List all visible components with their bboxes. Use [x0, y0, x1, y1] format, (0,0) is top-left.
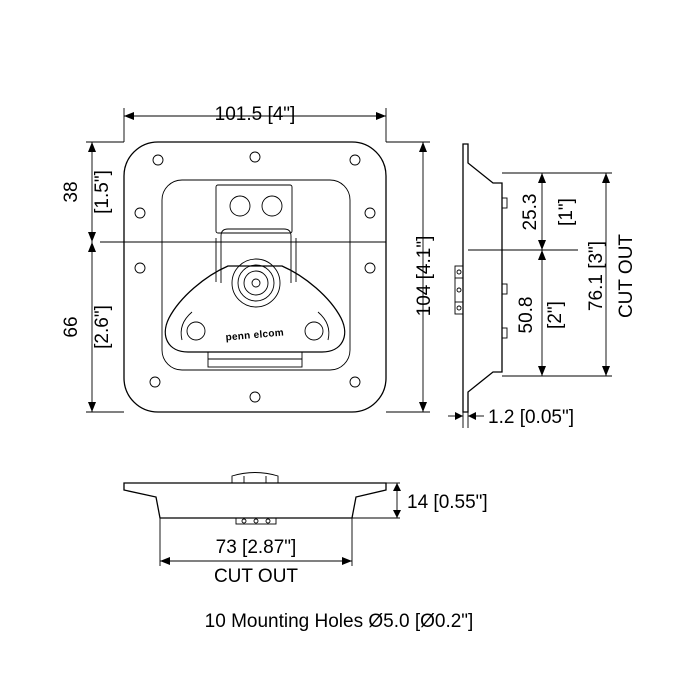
lock-center-pin: [251, 278, 261, 288]
brand-logo: penn elcom: [225, 327, 284, 343]
cutout-width-label: 73 [2.87"]: [216, 537, 297, 558]
mounting-hole: [152, 154, 164, 166]
bottom-profile: [123, 482, 387, 519]
side-upper-mm-label: 25.3: [520, 194, 541, 231]
bottom-section-mm-label: 66: [61, 316, 82, 337]
bottom-knob: [231, 472, 279, 483]
handle-hole: [186, 321, 206, 341]
top-section-in-label: [1.5"]: [92, 170, 113, 214]
lock-boss-inner: [243, 270, 269, 296]
side-upper-in-label: [1"]: [556, 198, 577, 226]
bottom-tab: [235, 517, 277, 525]
mounting-hole: [249, 151, 261, 163]
cutout-height-caption: CUT OUT: [616, 234, 637, 318]
front-view: penn elcom: [123, 141, 387, 413]
lock-boss-outer: [231, 258, 281, 308]
cutout-height-label: 76.1 [3"]: [586, 241, 607, 311]
side-view: [454, 143, 508, 413]
mounting-hole: [134, 207, 146, 219]
depth-dimension: 14 [0.55"]: [352, 482, 488, 519]
butterfly-handle: [164, 265, 346, 353]
latch-arm: [220, 228, 292, 283]
width-dimension: 101.5 [4"]: [123, 104, 387, 142]
depth-label: 14 [0.55"]: [407, 492, 488, 513]
bottom-section-in-label: [2.6"]: [92, 305, 113, 349]
side-catch-tab: [501, 283, 508, 295]
catch-plate: [207, 351, 303, 368]
mounting-hole: [134, 262, 146, 274]
mounting-holes-note: 10 Mounting Holes Ø5.0 [Ø0.2"]: [205, 611, 474, 632]
side-handle-body: [454, 265, 464, 315]
width-dimension-label: 101.5 [4"]: [215, 104, 296, 125]
mounting-holes: [134, 151, 376, 403]
mounting-hole: [349, 376, 361, 388]
hinge-screw: [261, 195, 283, 217]
left-dimensions: 38 [1.5"] 66 [2.6"]: [61, 141, 124, 413]
side-catch-tab: [501, 327, 508, 339]
thickness-label: 1.2 [0.05"]: [488, 407, 574, 428]
side-hinge-tab: [501, 197, 508, 209]
lock-boss-middle: [237, 264, 275, 302]
side-lower-mm-label: 50.8: [516, 297, 537, 334]
top-section-mm-label: 38: [61, 181, 82, 202]
mounting-hole: [249, 391, 261, 403]
mounting-hole: [149, 376, 161, 388]
mounting-hole: [364, 262, 376, 274]
mounting-hole: [364, 207, 376, 219]
height-dimension-label: 104 [4.1"]: [414, 236, 435, 317]
side-dimensions: 25.3 [1"] 50.8 [2"] 76.1 [3"] CUT OUT: [468, 172, 637, 377]
thickness-dimension: 1.2 [0.05"]: [448, 407, 574, 428]
hinge-plate: [215, 184, 293, 234]
bottom-view: [123, 472, 387, 525]
cutout-width-caption: CUT OUT: [214, 566, 298, 587]
handle-hole: [304, 321, 324, 341]
mounting-hole: [349, 154, 361, 166]
side-profile: [462, 143, 503, 413]
height-dimension: 104 [4.1"]: [386, 141, 435, 413]
side-lower-in-label: [2"]: [545, 301, 566, 329]
cutout-width-dimension: 73 [2.87"] CUT OUT: [159, 518, 353, 587]
outer-flange: [123, 141, 387, 413]
recessed-dish: [161, 179, 351, 371]
hinge-screw: [229, 195, 251, 217]
